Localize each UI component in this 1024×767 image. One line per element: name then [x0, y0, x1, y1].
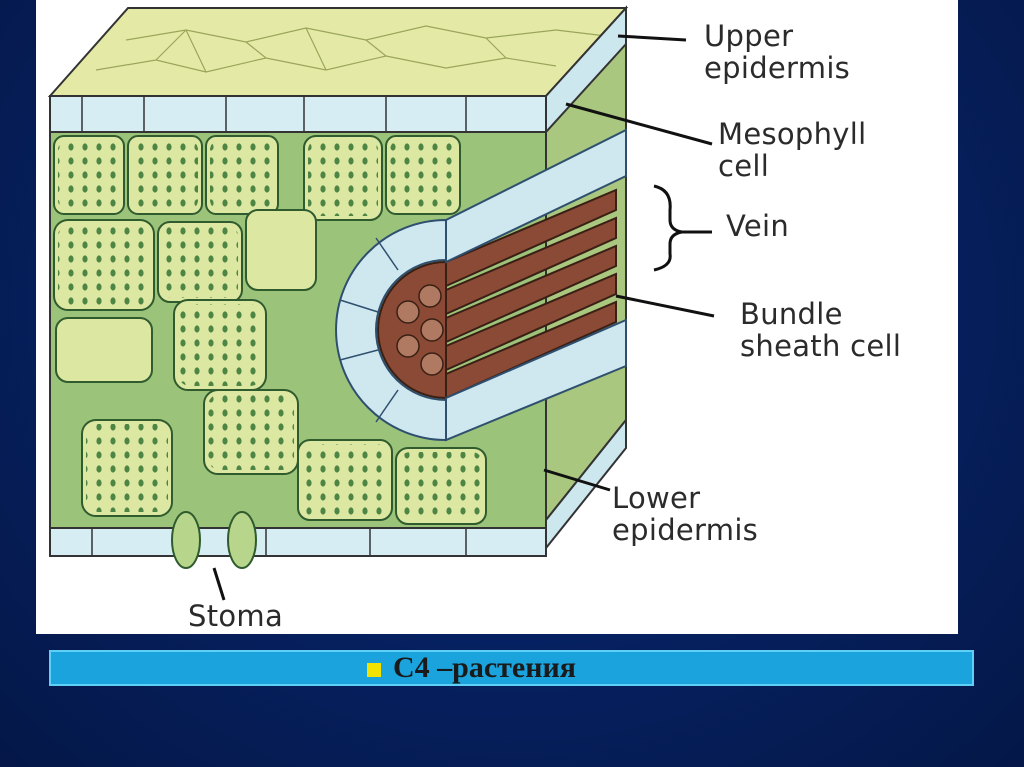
caption-text: C4 –растения: [393, 650, 576, 686]
label-bundle-sheath-line2: sheath cell: [740, 330, 901, 362]
upper-epidermis-strip: [50, 96, 546, 132]
label-lower-epidermis: Lower epidermis: [612, 482, 758, 546]
label-lower-epidermis-line1: Lower: [612, 482, 758, 514]
label-bundle-sheath-line1: Bundle: [740, 298, 901, 330]
label-vein: Vein: [726, 210, 789, 242]
label-upper-epidermis: Upper epidermis: [704, 20, 850, 84]
caption-bar: C4 –растения: [49, 650, 974, 686]
leaf-cross-section-figure: Upper epidermis Mesophyll cell Vein Bund…: [36, 0, 958, 634]
bullet-square-icon: [367, 663, 381, 677]
label-stoma: Stoma: [188, 600, 283, 632]
top-face: [50, 8, 626, 96]
label-upper-epidermis-line2: epidermis: [704, 52, 850, 84]
label-bundle-sheath-cell: Bundle sheath cell: [740, 298, 901, 362]
label-stoma-text: Stoma: [188, 600, 283, 632]
label-mesophyll-cell: Mesophyll cell: [718, 118, 866, 182]
lower-epidermis-strip: [50, 528, 546, 556]
label-lower-epidermis-line2: epidermis: [612, 514, 758, 546]
label-mesophyll-cell-line1: Mesophyll: [718, 118, 866, 150]
label-vein-text: Vein: [726, 210, 789, 242]
label-upper-epidermis-line1: Upper: [704, 20, 850, 52]
label-mesophyll-cell-line2: cell: [718, 150, 866, 182]
